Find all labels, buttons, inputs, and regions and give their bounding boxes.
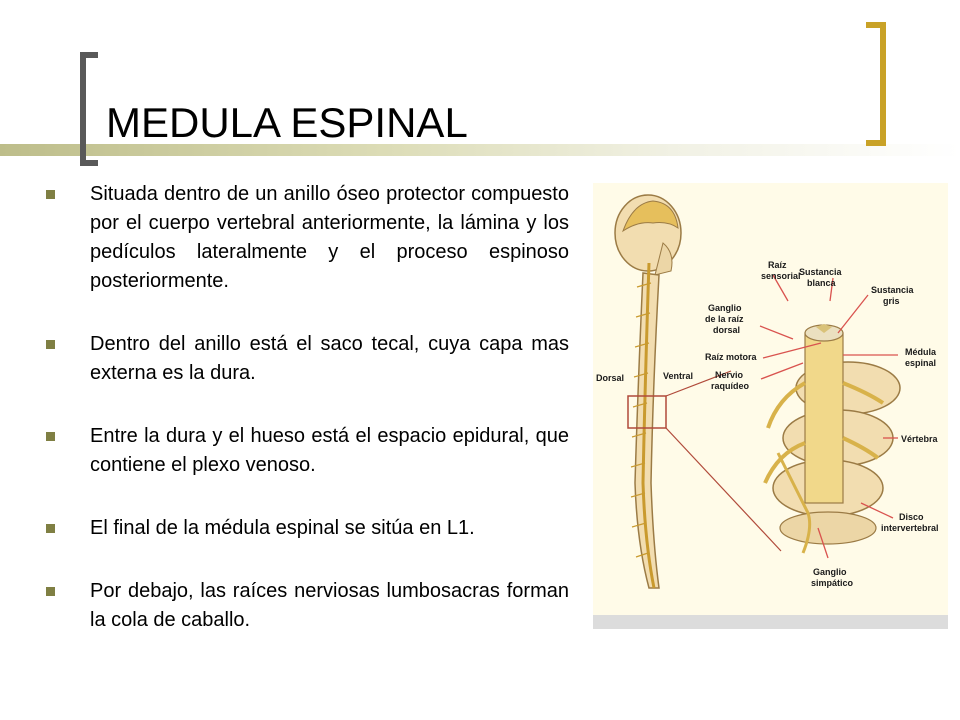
bullet-marker [46,340,55,349]
bullet-text: El final de la médula espinal se sitúa e… [90,517,475,539]
right-bracket-decoration [866,22,886,146]
figure-footer-strip [593,615,948,629]
title-underline-bar [0,144,960,156]
vertebra-detail-illustration [763,324,901,554]
label-ganglio-simpatico-1: Ganglio [813,567,847,577]
bullet-marker [46,190,55,199]
bullet-item: Dentro del anillo está el saco tecal, cu… [44,330,569,388]
label-raiz-motora: Raíz motora [705,352,758,362]
label-medula-espinal-2: espinal [905,358,936,368]
label-ganglio-simpatico-2: simpático [811,578,854,588]
bullet-text: Entre la dura y el hueso está el espacio… [90,425,569,476]
bullet-marker [46,432,55,441]
label-nervio-raquideo-1: Nervio [715,370,744,380]
label-ganglio-raiz-3: dorsal [713,325,740,335]
skeleton-illustration [614,194,782,589]
bullet-text: Situada dentro de un anillo óseo protect… [90,183,569,292]
bullet-marker [46,524,55,533]
label-nervio-raquideo-2: raquídeo [711,381,750,391]
label-ventral: Ventral [663,371,693,381]
bullet-list: Situada dentro de un anillo óseo protect… [44,180,569,669]
label-sustancia-gris-2: gris [883,296,900,306]
slide-title: MEDULA ESPINAL [106,99,468,146]
label-raiz-sensorial-2: sensorial [761,271,801,281]
bullet-marker [46,587,55,596]
label-arrows [759,274,898,559]
label-ganglio-raiz-1: Ganglio [708,303,742,313]
label-sustancia-gris-1: Sustancia [871,285,915,295]
bullet-item: El final de la médula espinal se sitúa e… [44,514,569,543]
label-raiz-sensorial-1: Raíz [768,260,787,270]
label-vertebra: Vértebra [901,434,939,444]
bullet-text: Dentro del anillo está el saco tecal, cu… [90,333,569,384]
bullet-text: Por debajo, las raíces nerviosas lumbosa… [90,580,569,631]
label-medula-espinal-1: Médula [905,347,937,357]
spinal-cord-diagram: Dorsal Ventral Raíz sensorial Sustancia … [593,183,948,629]
label-sustancia-blanca-2: blanca [807,278,837,288]
diagram-svg: Dorsal Ventral Raíz sensorial Sustancia … [596,194,939,589]
left-bracket-decoration [80,52,98,166]
label-disco-2: intervertebral [881,523,939,533]
label-sustancia-blanca-1: Sustancia [799,267,843,277]
label-ganglio-raiz-2: de la raíz [705,314,744,324]
label-disco-1: Disco [899,512,924,522]
bullet-item: Situada dentro de un anillo óseo protect… [44,180,569,296]
bullet-item: Entre la dura y el hueso está el espacio… [44,422,569,480]
bullet-item: Por debajo, las raíces nerviosas lumbosa… [44,577,569,635]
label-dorsal: Dorsal [596,373,624,383]
